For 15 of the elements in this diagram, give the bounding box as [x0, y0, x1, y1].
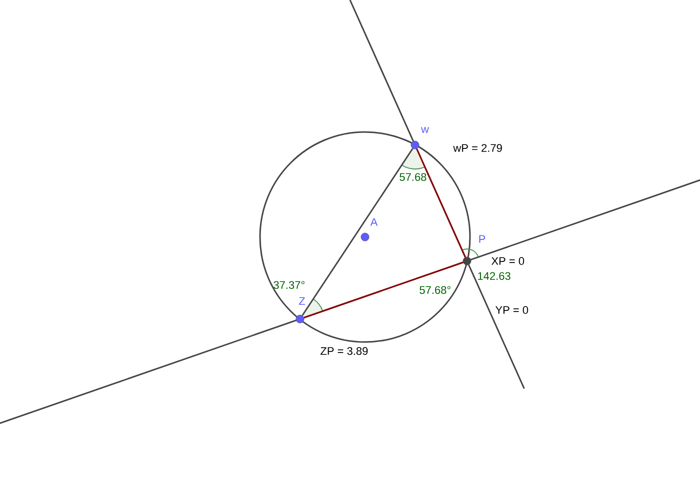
segment [302, 148, 414, 316]
angle-label: 57.68 [400, 173, 426, 181]
angle-label: 57.68° [420, 286, 450, 294]
measure-label: XP = 0 [491, 257, 524, 265]
measure-label: ZP = 3.89 [320, 347, 368, 355]
point-label: A [370, 218, 378, 226]
angle-label: 37.37° [274, 281, 304, 289]
segment [304, 262, 464, 318]
point-label: w [421, 127, 429, 133]
measure-label: YP = 0 [495, 306, 528, 314]
point-label: Z [299, 297, 306, 305]
segment [416, 148, 466, 258]
angle-label: 142.63 [478, 272, 510, 280]
measure-label: wP = 2.79 [453, 144, 502, 152]
point-label: P [479, 235, 486, 243]
